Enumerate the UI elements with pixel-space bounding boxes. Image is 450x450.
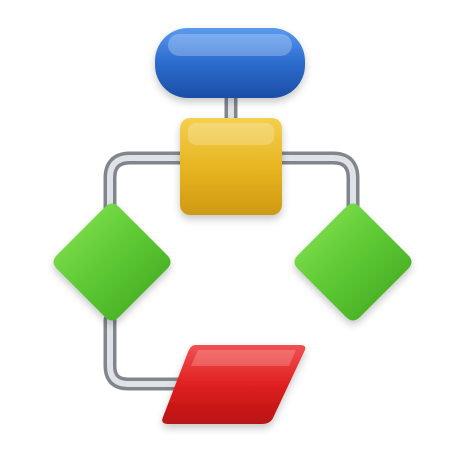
io-shape (162, 345, 306, 424)
decision-shape-right (294, 203, 412, 321)
process-shape (180, 118, 282, 215)
terminal-shape (155, 28, 305, 98)
decision-shape-left (53, 203, 171, 321)
connector-lines (103, 85, 360, 391)
